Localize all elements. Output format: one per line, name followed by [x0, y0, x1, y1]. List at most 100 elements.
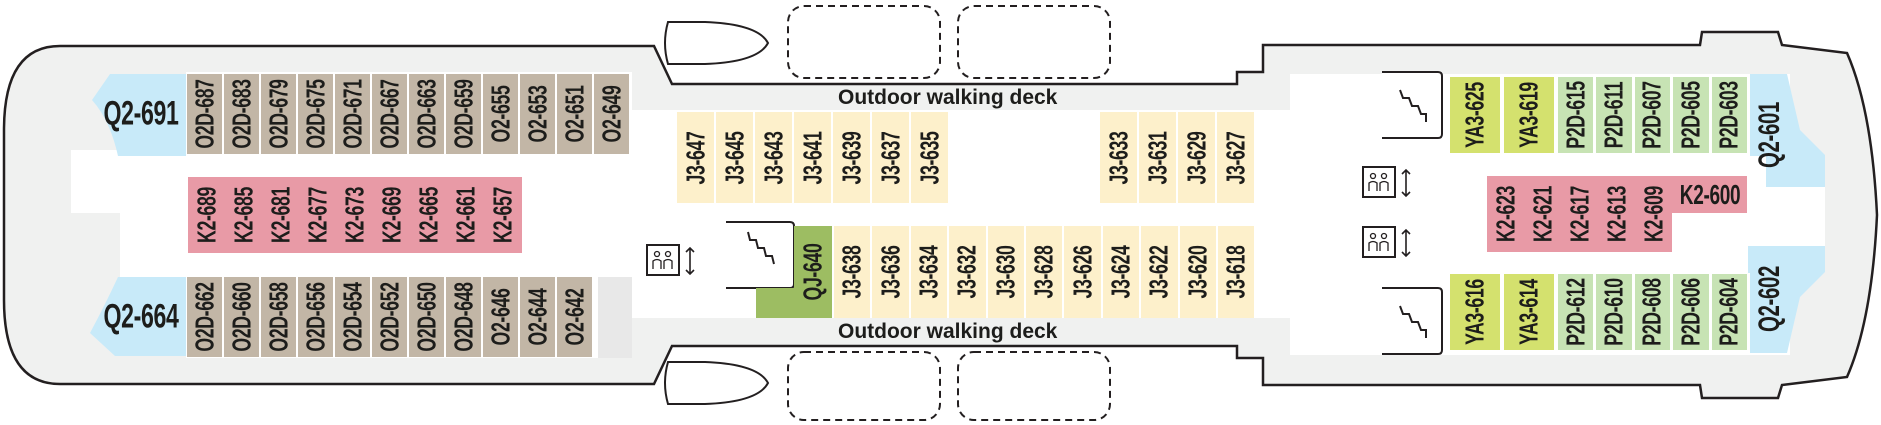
cabin-o2d-654[interactable]: O2D-654	[335, 277, 370, 357]
cabin-o2d-658[interactable]: O2D-658	[261, 277, 296, 357]
k2-block-aft	[188, 177, 522, 253]
cabin-number: J3-629	[1181, 130, 1211, 185]
cabin-qj-640[interactable]: QJ-640	[794, 226, 832, 318]
cabin-ya3-619[interactable]: YA3-619	[1504, 77, 1554, 153]
cabin-o2d-671[interactable]: O2D-671	[335, 74, 370, 154]
cabin-j3-639[interactable]: J3-639	[833, 112, 870, 203]
cabin-number: J3-630	[990, 245, 1021, 299]
cabin-p2d-604[interactable]: P2D-604	[1711, 274, 1747, 350]
cabin-number: O2D-687	[189, 79, 219, 149]
cabin-o2-649[interactable]: O2-649	[594, 74, 629, 154]
cabin-o2d-683[interactable]: O2D-683	[224, 74, 259, 154]
cabin-j3-632[interactable]: J3-632	[949, 226, 986, 318]
cabin-k2-623[interactable]: K2-623	[1487, 176, 1524, 252]
cabin-number: P2D-615	[1560, 81, 1591, 149]
cabin-p2d-603[interactable]: P2D-603	[1711, 77, 1747, 153]
cabin-number: J3-634	[913, 245, 944, 299]
cabin-o2d-667[interactable]: O2D-667	[372, 74, 407, 154]
cabin-p2d-612[interactable]: P2D-612	[1558, 274, 1594, 350]
cabin-p2d-610[interactable]: P2D-610	[1596, 274, 1632, 350]
cabin-o2-646[interactable]: O2-646	[483, 277, 518, 357]
cabin-number: O2D-658	[263, 282, 293, 352]
cabin-k2-621[interactable]: K2-621	[1524, 176, 1561, 252]
cabin-j3-627[interactable]: J3-627	[1217, 112, 1254, 203]
cabin-q2-691[interactable]: Q2-691	[96, 74, 186, 154]
cabin-j3-645[interactable]: J3-645	[716, 112, 753, 203]
cabin-j3-629[interactable]: J3-629	[1178, 112, 1215, 203]
cabin-q2-602[interactable]: Q2-602	[1752, 244, 1788, 354]
cabin-k2-665[interactable]: K2-665	[410, 177, 447, 253]
cabin-o2d-660[interactable]: O2D-660	[224, 277, 259, 357]
cabin-j3-620[interactable]: J3-620	[1179, 226, 1216, 318]
cabin-number: K2-617	[1564, 186, 1594, 242]
cabin-k2-669[interactable]: K2-669	[373, 177, 410, 253]
cabin-number: J3-636	[875, 245, 906, 299]
cabin-j3-626[interactable]: J3-626	[1064, 226, 1101, 318]
cabin-o2d-650[interactable]: O2D-650	[409, 277, 444, 357]
cabin-j3-637[interactable]: J3-637	[872, 112, 909, 203]
cabin-ya3-614[interactable]: YA3-614	[1504, 274, 1554, 350]
cabin-j3-631[interactable]: J3-631	[1139, 112, 1176, 203]
cabin-o2d-662[interactable]: O2D-662	[187, 277, 222, 357]
cabin-j3-628[interactable]: J3-628	[1026, 226, 1063, 318]
cabin-j3-618[interactable]: J3-618	[1218, 226, 1255, 318]
cabin-k2-689[interactable]: K2-689	[188, 177, 225, 253]
cabin-o2-644[interactable]: O2-644	[520, 277, 555, 357]
cabin-k2-609[interactable]: K2-609	[1635, 176, 1672, 252]
cabin-p2d-607[interactable]: P2D-607	[1634, 77, 1671, 153]
cabin-o2d-648[interactable]: O2D-648	[446, 277, 481, 357]
cabin-j3-643[interactable]: J3-643	[755, 112, 792, 203]
cabin-k2-673[interactable]: K2-673	[336, 177, 373, 253]
cabin-o2d-656[interactable]: O2D-656	[298, 277, 333, 357]
cabin-j3-633[interactable]: J3-633	[1100, 112, 1137, 203]
cabin-number: J3-628	[1028, 245, 1059, 299]
qj-640-annex	[756, 288, 796, 318]
cabin-p2d-615[interactable]: P2D-615	[1558, 77, 1594, 153]
cabin-j3-641[interactable]: J3-641	[794, 112, 831, 203]
cabin-ya3-616[interactable]: YA3-616	[1450, 274, 1500, 350]
cabin-j3-622[interactable]: J3-622	[1141, 226, 1178, 318]
cabin-k2-677[interactable]: K2-677	[299, 177, 336, 253]
cabin-k2-681[interactable]: K2-681	[262, 177, 299, 253]
cabin-o2d-652[interactable]: O2D-652	[372, 277, 407, 357]
elevator-icon	[646, 244, 695, 276]
cabin-o2-655[interactable]: O2-655	[483, 74, 518, 154]
cabin-q2-664[interactable]: Q2-664	[96, 277, 186, 357]
cabin-j3-630[interactable]: J3-630	[987, 226, 1024, 318]
cabin-ya3-625[interactable]: YA3-625	[1450, 77, 1500, 153]
cabin-o2d-687[interactable]: O2D-687	[187, 74, 222, 154]
cabin-number: O2D-650	[411, 282, 441, 352]
cabin-p2d-605[interactable]: P2D-605	[1673, 77, 1709, 153]
cabin-p2d-611[interactable]: P2D-611	[1596, 77, 1632, 153]
cabin-o2d-659[interactable]: O2D-659	[446, 74, 481, 154]
cabin-j3-635[interactable]: J3-635	[911, 112, 948, 203]
cabin-k2-617[interactable]: K2-617	[1561, 176, 1598, 252]
cabin-j3-634[interactable]: J3-634	[910, 226, 948, 318]
cabin-o2d-663[interactable]: O2D-663	[409, 74, 444, 154]
cabin-number: O2D-648	[448, 282, 478, 352]
cabin-j3-636[interactable]: J3-636	[872, 226, 909, 318]
cabin-number: J3-635	[914, 130, 944, 185]
cabin-k2-600[interactable]: K2-600	[1672, 176, 1747, 213]
cabin-o2-651[interactable]: O2-651	[557, 74, 592, 154]
cabin-o2d-675[interactable]: O2D-675	[298, 74, 333, 154]
cabin-o2d-679[interactable]: O2D-679	[261, 74, 296, 154]
cabin-k2-685[interactable]: K2-685	[225, 177, 262, 253]
cabin-j3-624[interactable]: J3-624	[1102, 226, 1140, 318]
elevator-icon	[1362, 226, 1411, 258]
cabin-p2d-608[interactable]: P2D-608	[1634, 274, 1671, 350]
cabin-j3-647[interactable]: J3-647	[677, 112, 714, 203]
cabin-o2-653[interactable]: O2-653	[520, 74, 555, 154]
cabin-o2-642[interactable]: O2-642	[557, 277, 592, 357]
cabin-number: J3-624	[1105, 245, 1136, 299]
cabin-k2-613[interactable]: K2-613	[1598, 176, 1635, 252]
cabin-number: P2D-611	[1598, 81, 1629, 149]
cabin-k2-661[interactable]: K2-661	[447, 177, 484, 253]
cabin-q2-601[interactable]: Q2-601	[1752, 80, 1788, 190]
cabin-number: Q2-691	[103, 94, 179, 133]
cabin-number: K2-669	[376, 187, 406, 243]
cabin-k2-657[interactable]: K2-657	[484, 177, 521, 253]
cabin-j3-638[interactable]: J3-638	[834, 226, 871, 318]
cabin-p2d-606[interactable]: P2D-606	[1673, 274, 1709, 350]
cabin-number: K2-681	[265, 187, 295, 243]
